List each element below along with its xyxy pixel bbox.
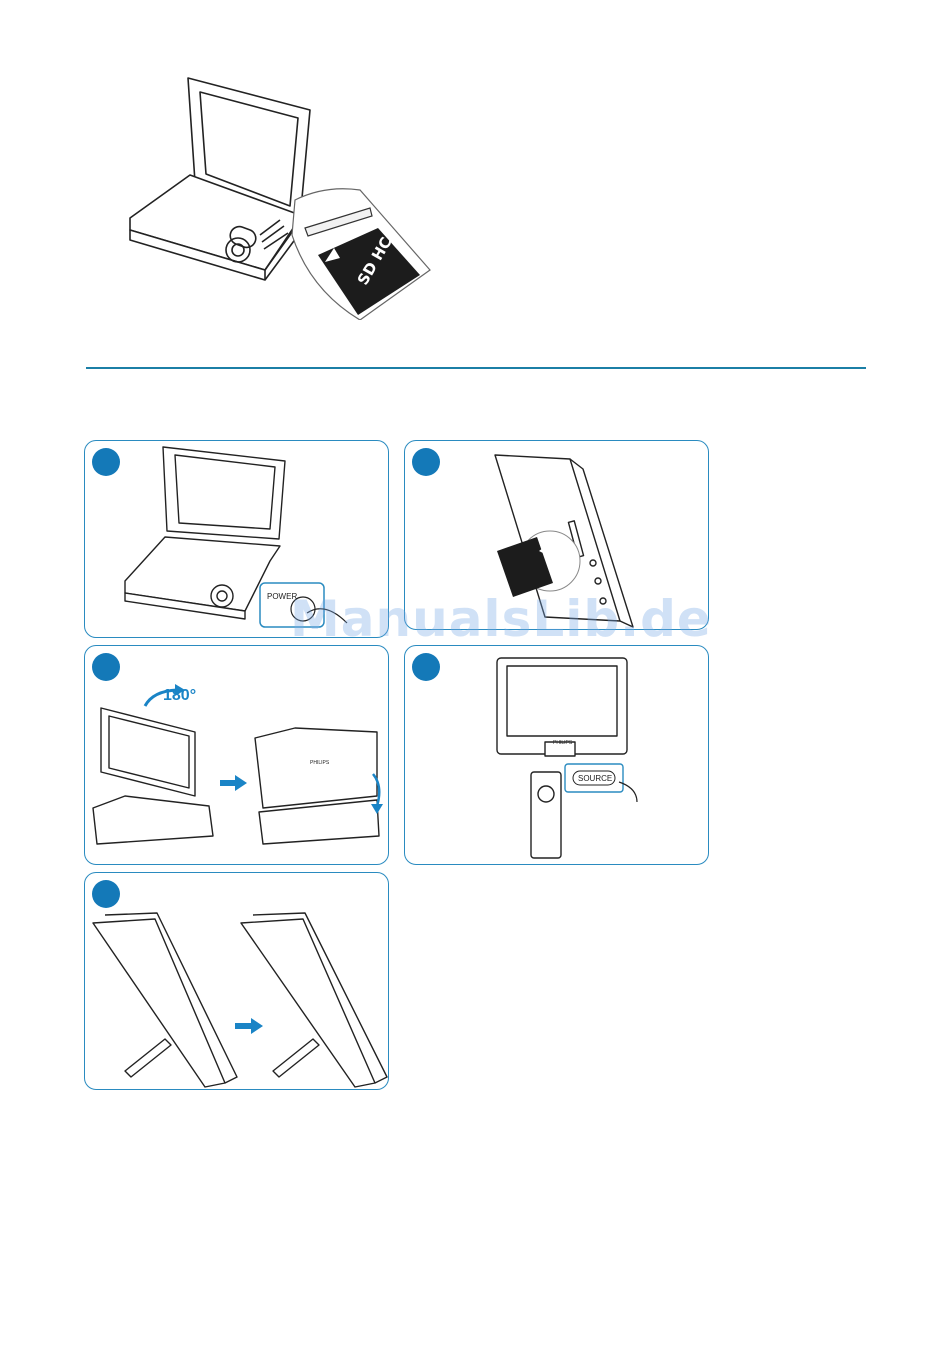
remote-source-illustration: PHILIPS SOURCE	[405, 646, 709, 865]
rotation-label: 180°	[163, 687, 196, 704]
rotate-screen-illustration: 180° PHILIPS	[85, 646, 389, 865]
section-divider	[86, 367, 866, 369]
stand-illustration	[85, 873, 389, 1090]
step-4-panel: PHILIPS SOURCE	[404, 645, 709, 865]
step-5-panel	[84, 872, 389, 1090]
device-brand: PHILIPS	[310, 760, 330, 766]
top-illustration: SD HC	[120, 70, 440, 320]
device-brand-2: PHILIPS	[553, 740, 573, 746]
source-callout: SOURCE	[578, 774, 612, 783]
step-3-panel: 180° PHILIPS	[84, 645, 389, 865]
watermark: ManualsLib.de	[290, 590, 712, 648]
